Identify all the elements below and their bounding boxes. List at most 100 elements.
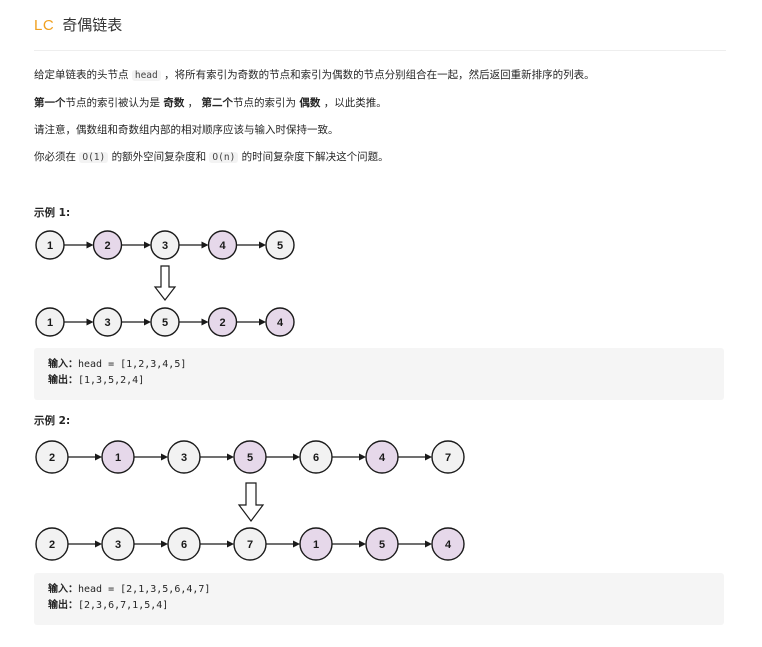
example-2-input: head = [2,1,3,5,6,4,7] [78, 584, 211, 595]
node-circle [207, 230, 238, 260]
node-circle [365, 527, 399, 561]
output-label: 输出： [48, 375, 78, 386]
node-circle [431, 440, 465, 474]
node-value: 3 [181, 452, 187, 464]
node-value: 7 [445, 452, 451, 464]
list-node: 2 [207, 307, 238, 337]
p2-bold-odd: 奇数 [163, 97, 185, 109]
list-node: 2 [35, 527, 69, 561]
node-value: 5 [162, 317, 168, 329]
p2-text-4: ，以此类推。 [320, 97, 387, 109]
example-1-input-line: 输入：head = [1,2,3,4,5] [48, 357, 710, 373]
node-value: 1 [47, 240, 53, 252]
node-value: 5 [379, 539, 385, 551]
example-2-output: [2,3,6,7,1,5,4] [78, 600, 169, 611]
arrow-head-icon [425, 540, 432, 548]
down-arrow-icon [153, 265, 177, 301]
arrow-head-icon [161, 540, 168, 548]
header-divider [34, 50, 726, 51]
inline-code-o1: O(1) [79, 152, 109, 163]
node-circle [167, 440, 201, 474]
node-circle [150, 230, 180, 260]
list-node: 3 [167, 440, 201, 474]
input-label: 输入： [48, 584, 78, 595]
list-node: 4 [207, 230, 238, 260]
node-value: 4 [379, 452, 386, 464]
inline-code-head: head [131, 70, 161, 81]
list-node: 4 [265, 307, 295, 337]
node-circle [167, 527, 201, 561]
arrow-head-icon [359, 453, 366, 461]
example-2-input-line: 输入：head = [2,1,3,5,6,4,7] [48, 582, 710, 598]
list-node: 4 [365, 440, 399, 474]
node-circle [299, 440, 333, 474]
list-node: 5 [150, 307, 180, 337]
p1-text-post: ，将所有索引为奇数的节点和索引为偶数的节点分别组合在一起，然后返回重新排序的列表… [160, 69, 595, 81]
node-circle [35, 230, 65, 260]
p2-bold-first: 第一个 [34, 97, 66, 109]
example-1-output: [1,3,5,2,4] [78, 375, 145, 386]
example-2-io-block: 输入：head = [2,1,3,5,6,4,7] 输出：[2,3,6,7,1,… [34, 573, 724, 625]
node-circle [92, 230, 123, 260]
p2-text-1: 节点的索引被认为是 [65, 97, 164, 109]
node-value: 7 [247, 539, 253, 551]
list-node: 6 [299, 440, 333, 474]
p4-text-pre: 你必须在 [34, 151, 80, 163]
node-value: 4 [219, 240, 226, 252]
list-node: 6 [167, 527, 201, 561]
node-circle [431, 527, 465, 561]
list-node: 5 [265, 230, 295, 260]
inline-code-on: O(n) [209, 152, 239, 163]
node-circle [35, 307, 65, 337]
node-circle [35, 527, 69, 561]
example-1-title: 示例 1: [34, 207, 71, 219]
list-node: 3 [101, 527, 135, 561]
node-circle [233, 440, 267, 474]
node-value: 3 [104, 317, 110, 329]
arrow-head-icon [259, 318, 266, 326]
node-circle [365, 440, 399, 474]
example-1-input: head = [1,2,3,4,5] [78, 359, 187, 370]
node-circle [101, 527, 135, 561]
p2-text-3: 节点的索引为 [233, 97, 300, 109]
arrow-head-icon [95, 453, 102, 461]
input-label: 输入： [48, 359, 78, 370]
example-2-title: 示例 2: [34, 415, 71, 427]
node-value: 1 [313, 539, 319, 551]
arrow-head-icon [425, 453, 432, 461]
arrow-head-icon [86, 241, 94, 249]
node-value: 2 [49, 539, 55, 551]
arrow-head-icon [201, 318, 209, 326]
arrow-head-icon [293, 540, 300, 548]
node-value: 4 [445, 539, 452, 551]
node-value: 1 [115, 452, 121, 464]
node-value: 4 [277, 317, 284, 329]
arrow-head-icon [201, 241, 209, 249]
p1-text-pre: 给定单链表的头节点 [34, 69, 132, 81]
arrow-head-icon [144, 241, 151, 249]
node-circle [265, 307, 295, 337]
p2-text-2: ， [184, 97, 202, 109]
node-value: 2 [49, 452, 55, 464]
arrow-head-icon [359, 540, 366, 548]
list-node: 1 [299, 527, 333, 561]
node-value: 2 [104, 240, 110, 252]
p2-bold-second: 第二个 [201, 97, 234, 109]
arrow-head-icon [293, 453, 300, 461]
problem-header: LC 奇偶链表 [34, 14, 122, 35]
p4-text-post: 的时间复杂度下解决这个问题。 [238, 151, 389, 163]
example-1-output-line: 输出：[1,3,5,2,4] [48, 373, 710, 389]
node-circle [265, 230, 295, 260]
list-node: 2 [35, 440, 69, 474]
list-node: 2 [92, 230, 123, 260]
list-node: 7 [233, 527, 267, 561]
arrow-head-icon [227, 453, 234, 461]
output-label: 输出： [48, 600, 78, 611]
arrow-head-icon [95, 540, 102, 548]
arrow-head-icon [161, 453, 168, 461]
leetcode-logo: LC [34, 17, 55, 34]
